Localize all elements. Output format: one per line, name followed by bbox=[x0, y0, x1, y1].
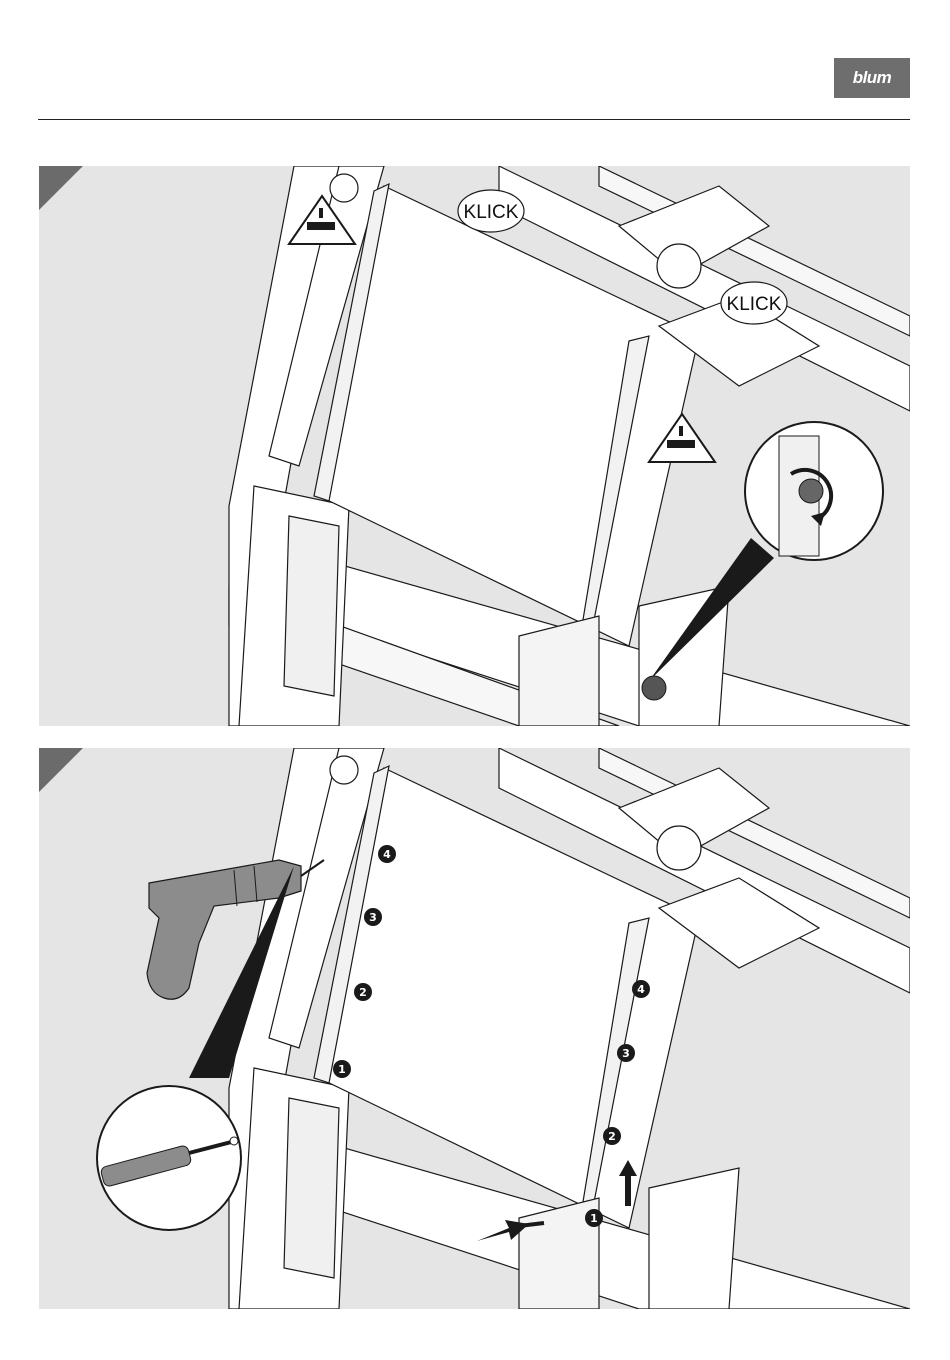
svg-text:4: 4 bbox=[637, 983, 645, 996]
marker-right-3: 3 bbox=[617, 1044, 635, 1062]
step1-illustration: KLICK KLICK bbox=[39, 166, 910, 726]
svg-text:4: 4 bbox=[383, 848, 391, 861]
blum-logo-text: blum bbox=[853, 68, 892, 88]
zoom-detail-circle bbox=[745, 422, 883, 560]
header-divider bbox=[38, 119, 910, 120]
svg-text:1: 1 bbox=[590, 1212, 598, 1225]
marker-right-2: 2 bbox=[603, 1127, 621, 1145]
svg-text:2: 2 bbox=[359, 986, 367, 999]
step2-illustration-panel: 4 3 2 1 4 3 2 1 bbox=[39, 748, 910, 1309]
klick-callout-2: KLICK bbox=[721, 282, 787, 324]
blum-logo: blum bbox=[834, 58, 910, 98]
marker-right-1: 1 bbox=[585, 1209, 603, 1227]
marker-left-3: 3 bbox=[364, 908, 382, 926]
step-corner-marker bbox=[39, 748, 83, 792]
marker-left-2: 2 bbox=[354, 983, 372, 1001]
svg-text:3: 3 bbox=[622, 1047, 630, 1060]
klick-callout-1: KLICK bbox=[458, 190, 524, 232]
adjustment-knob bbox=[642, 676, 666, 700]
svg-text:3: 3 bbox=[369, 911, 377, 924]
marker-left-4: 4 bbox=[378, 845, 396, 863]
step-corner-marker bbox=[39, 166, 83, 210]
klick-label-2: KLICK bbox=[727, 294, 782, 315]
bit-detail-circle bbox=[97, 1086, 241, 1230]
marker-left-1: 1 bbox=[333, 1060, 351, 1078]
svg-text:2: 2 bbox=[608, 1130, 616, 1143]
step1-illustration-panel: KLICK KLICK bbox=[39, 166, 910, 726]
svg-text:1: 1 bbox=[338, 1063, 346, 1076]
step2-illustration: 4 3 2 1 4 3 2 1 bbox=[39, 748, 910, 1309]
marker-right-4: 4 bbox=[632, 980, 650, 998]
klick-label-1: KLICK bbox=[464, 202, 519, 223]
